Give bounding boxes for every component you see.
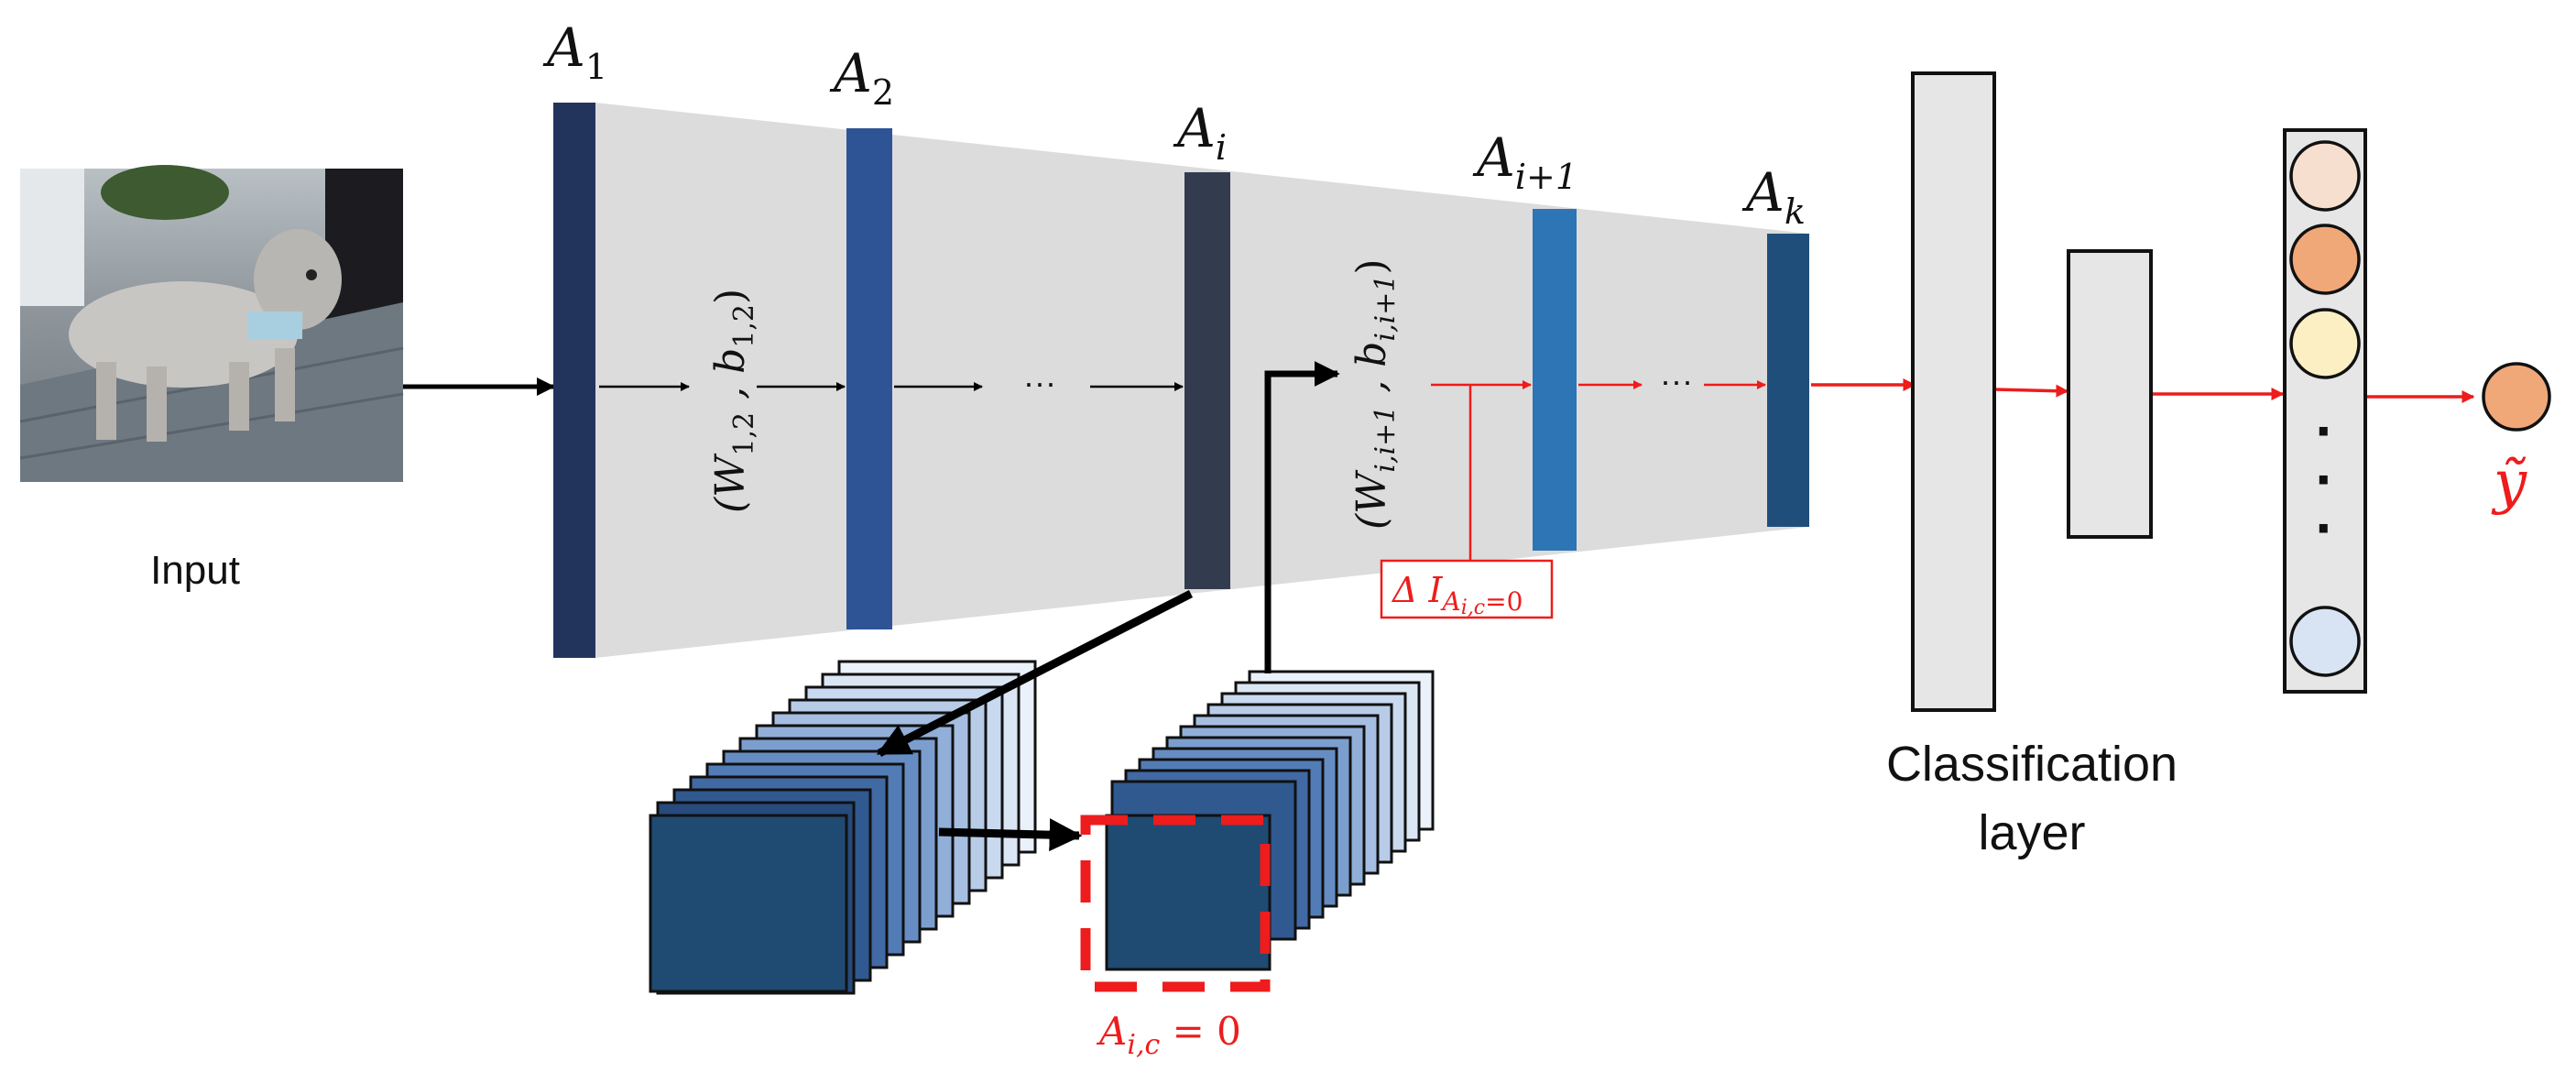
classification-label-line2: layer: [1978, 805, 2085, 860]
feature-map-stack-2: [1105, 670, 1435, 971]
label-ai1: Ai+1: [1472, 126, 1577, 197]
weights-label-12: (W1,2 , b1,2): [707, 289, 760, 513]
arrow-stack1-to-stack2: [938, 818, 1083, 852]
delta-label: Δ IAi,c=0: [1391, 570, 1523, 619]
layer-ai1: [1533, 209, 1577, 551]
ellipsis-black: ···: [1023, 364, 1056, 401]
output-nodes-column: [2283, 128, 2367, 694]
layer-a2: [846, 128, 892, 629]
input-image: [19, 165, 404, 482]
vertical-ellipsis-dot-3: ·: [2315, 495, 2334, 561]
vertical-ellipsis-dot-2: ·: [2315, 446, 2334, 512]
vertical-ellipsis-dot-1: ·: [2315, 398, 2334, 464]
feature-map-stack-1: [649, 660, 1037, 995]
zeroed-channel-highlight: [1080, 815, 1271, 992]
layer-a1: [553, 103, 595, 658]
output-label: ỹ: [2491, 449, 2527, 517]
output-node-2: [2289, 224, 2361, 295]
delta-box: [1380, 559, 1554, 619]
label-a1: A1: [542, 16, 607, 87]
zeroed-channel-label: Ai,c = 0: [1096, 1009, 1241, 1061]
classification-layer: [1911, 71, 1996, 712]
label-a2: A2: [829, 42, 894, 113]
arrow-ai-to-feature-maps: [876, 589, 1194, 758]
label-ak: Ak: [1741, 161, 1806, 232]
output-node-3: [2289, 308, 2361, 379]
ellipsis-red: ···: [1660, 362, 1693, 399]
label-ai: Ai: [1173, 97, 1227, 168]
arrow-stack2-up: [1264, 361, 1340, 673]
layer-ak: [1767, 234, 1809, 527]
layer-ai: [1184, 172, 1230, 589]
fully-connected-layer: [2067, 249, 2153, 539]
final-output-node: [2482, 362, 2551, 432]
classification-label-line1: Classification: [1886, 737, 2178, 792]
input-label: Input: [150, 548, 240, 593]
output-node-last: [2289, 606, 2361, 677]
output-node-1: [2289, 140, 2361, 212]
red-arrow-classifier-to-fc: [1993, 384, 2069, 398]
weights-label-ii1: (Wi,i+1 , bi,i+1): [1348, 258, 1402, 530]
